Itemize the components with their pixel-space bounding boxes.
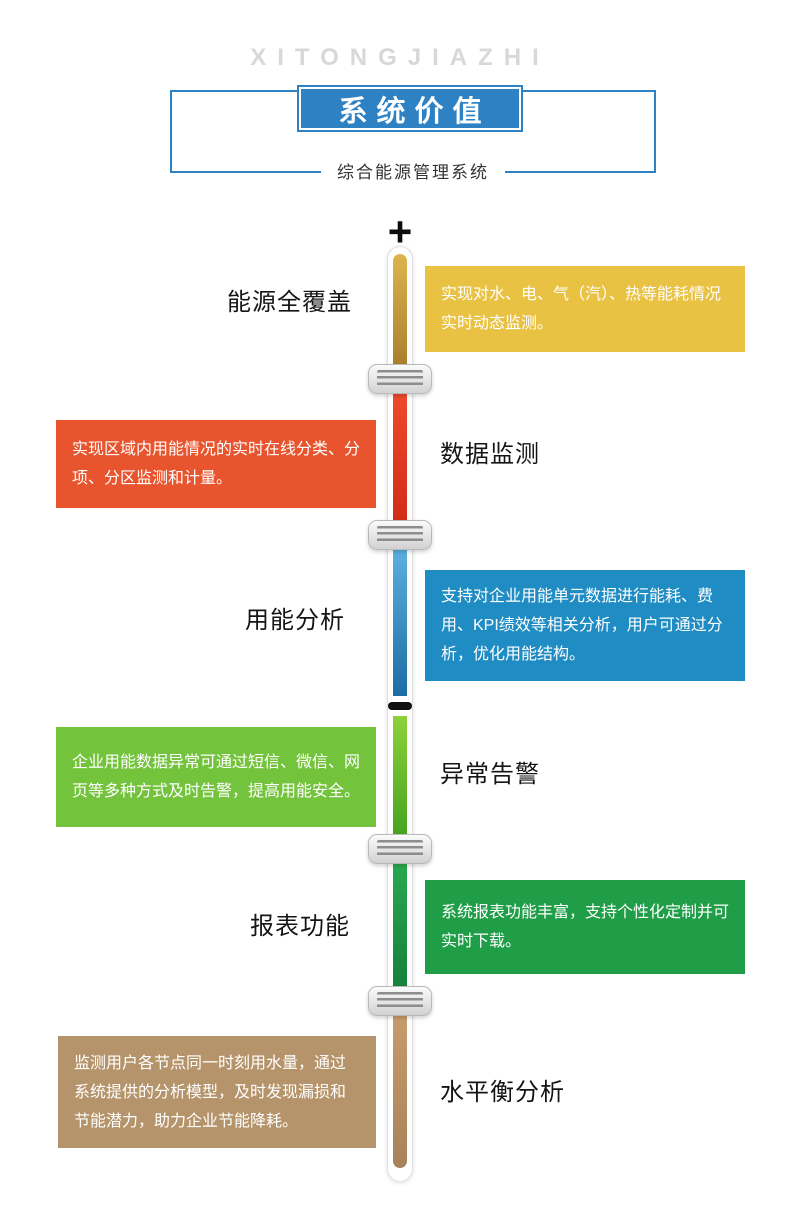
segment-energy-coverage	[393, 254, 407, 368]
section-description-water-balance: 监测用户各节点同一时刻用水量，通过系统提供的分析模型，及时发现漏损和节能潜力，助…	[58, 1036, 376, 1148]
grip-connector	[368, 834, 432, 864]
section-text: 实现区域内用能情况的实时在线分类、分项、分区监测和计量。	[72, 441, 361, 487]
page-subtitle: 综合能源管理系统	[321, 161, 505, 185]
section-label-water-balance: 水平衡分析	[440, 1079, 565, 1106]
grip-lines	[377, 992, 423, 1010]
section-text: 实现对水、电、气（汽）、热等能耗情况实时动态监测。	[441, 286, 722, 332]
section-label-data-monitoring: 数据监测	[440, 441, 540, 468]
section-description-alarm: 企业用能数据异常可通过短信、微信、网页等多种方式及时告警，提高用能安全。	[56, 727, 376, 827]
grip-lines	[377, 370, 423, 388]
grip-connector	[368, 520, 432, 550]
section-label-energy-coverage: 能源全覆盖	[227, 289, 352, 316]
plus-icon: +	[387, 208, 413, 255]
section-label-alarm: 异常告警	[440, 761, 540, 788]
grip-connector	[368, 986, 432, 1016]
section-description-data-monitoring: 实现区域内用能情况的实时在线分类、分项、分区监测和计量。	[56, 420, 376, 508]
grip-lines	[377, 840, 423, 858]
section-description-energy-coverage: 实现对水、电、气（汽）、热等能耗情况实时动态监测。	[425, 266, 745, 352]
segment-data-monitoring	[393, 392, 407, 524]
section-text: 支持对企业用能单元数据进行能耗、费用、KPI绩效等相关分析，用户可通过分析，优化…	[441, 588, 723, 663]
segment-water-balance	[393, 1014, 407, 1168]
section-text: 监测用户各节点同一时刻用水量，通过系统提供的分析模型，及时发现漏损和节能潜力，助…	[74, 1054, 347, 1130]
subtitle-wrap: 综合能源管理系统	[170, 161, 656, 185]
section-text: 企业用能数据异常可通过短信、微信、网页等多种方式及时告警，提高用能安全。	[72, 754, 361, 800]
section-text: 系统报表功能丰富，支持个性化定制并可实时下载。	[441, 904, 730, 950]
watermark-text: XITONGJIAZHI	[250, 44, 550, 71]
section-description-usage-analysis: 支持对企业用能单元数据进行能耗、费用、KPI绩效等相关分析，用户可通过分析，优化…	[425, 570, 745, 681]
grip-lines	[377, 526, 423, 544]
minus-icon	[388, 702, 412, 710]
grip-connector	[368, 364, 432, 394]
segment-report	[393, 862, 407, 990]
segment-alarm	[393, 716, 407, 838]
page-title: 系统价值	[338, 95, 491, 128]
segment-usage-analysis	[393, 550, 407, 696]
section-label-usage-analysis: 用能分析	[245, 607, 345, 634]
title-box: 系统价值	[297, 85, 523, 132]
section-description-report: 系统报表功能丰富，支持个性化定制并可实时下载。	[425, 880, 745, 974]
section-label-report: 报表功能	[250, 913, 350, 940]
